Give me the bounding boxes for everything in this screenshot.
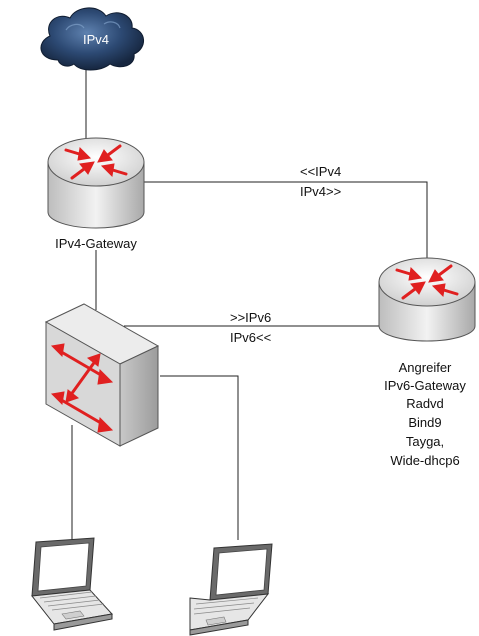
attacker-label-line-3: Radvd (406, 396, 444, 411)
attacker-label-line-2: IPv6-Gateway (384, 378, 466, 393)
gateway-router-icon: IPv4-Gateway (47, 137, 145, 251)
link-switch-laptop-2 (160, 375, 239, 540)
attacker-label-line-5: Tayga, (406, 434, 444, 449)
switch-icon (44, 303, 160, 447)
ipv4-cloud-icon: IPv4 (40, 7, 144, 71)
link-switch-attacker-label-1: >>IPv6 (230, 310, 271, 325)
attacker-router-labels: Angreifer IPv6-Gateway Radvd Bind9 Tayga… (384, 360, 466, 468)
attacker-label-line-4: Bind9 (408, 415, 441, 430)
link-gateway-attacker (144, 181, 428, 260)
laptop-icon (31, 537, 113, 631)
link-gateway-attacker-label-1: <<IPv4 (300, 164, 341, 179)
link-gateway-attacker-label-2: IPv4>> (300, 184, 341, 199)
gateway-router-label: IPv4-Gateway (55, 236, 137, 251)
attacker-router-icon: Angreifer IPv6-Gateway Radvd Bind9 Tayga… (378, 257, 476, 468)
link-switch-attacker-label-2: IPv6<< (230, 330, 271, 345)
laptop-icon (189, 543, 273, 636)
connections (71, 62, 428, 540)
attacker-label-line-1: Angreifer (399, 360, 452, 375)
cloud-label: IPv4 (83, 32, 109, 47)
attacker-label-line-6: Wide-dhcp6 (390, 453, 459, 468)
